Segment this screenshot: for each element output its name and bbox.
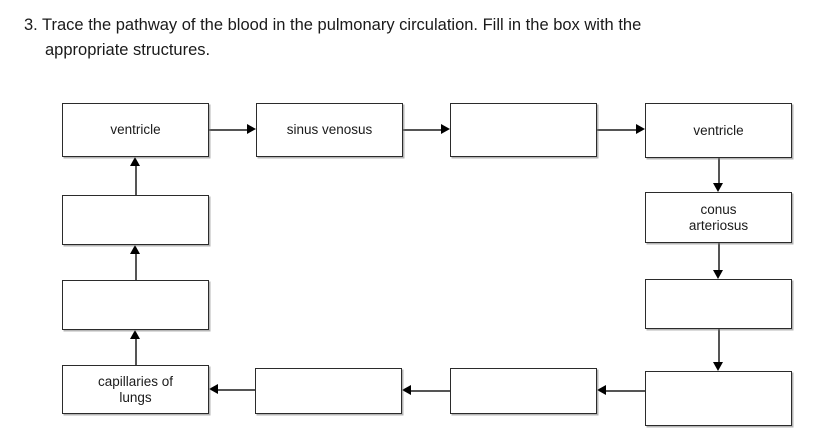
node-label: ventricle <box>110 122 161 137</box>
arrow-bottom-3-to-bottom-2-line <box>409 390 450 392</box>
arrow-left-1-to-top-1-line <box>135 164 137 195</box>
arrow-right-2-to-bottom-4-line <box>718 329 720 364</box>
blank-box-top-3[interactable] <box>450 103 597 157</box>
labeled-box-top-1[interactable]: ventricle <box>62 103 209 157</box>
arrow-bottom-1-to-left-2-head <box>130 330 140 339</box>
labeled-box-right-1[interactable]: conus arteriosus <box>645 192 792 243</box>
blank-box-right-2[interactable] <box>645 279 792 329</box>
node-label: sinus venosus <box>286 122 373 137</box>
arrow-right-2-to-bottom-4-head <box>713 362 723 371</box>
arrow-right-1-to-right-2-line <box>718 243 720 272</box>
arrow-top-3-to-top-4-line <box>597 129 638 131</box>
blank-box-left-2[interactable] <box>62 280 209 330</box>
arrow-bottom-4-to-bottom-3-head <box>597 385 606 395</box>
arrow-right-1-to-right-2-head <box>713 270 723 279</box>
blank-box-bottom-2[interactable] <box>255 368 402 414</box>
arrow-top-2-to-top-3-line <box>403 129 443 131</box>
arrow-bottom-2-to-bottom-1-line <box>216 389 255 391</box>
arrow-left-2-to-left-1-head <box>130 245 140 254</box>
labeled-box-top-2[interactable]: sinus venosus <box>256 103 403 157</box>
arrow-bottom-3-to-bottom-2-head <box>402 385 411 395</box>
arrow-top-1-to-top-2-head <box>247 124 256 134</box>
arrow-top-4-to-right-1-line <box>718 158 720 185</box>
arrow-top-4-to-right-1-head <box>713 183 723 192</box>
arrow-bottom-1-to-left-2-line <box>135 337 137 365</box>
arrow-top-2-to-top-3-head <box>441 124 450 134</box>
blank-box-bottom-3[interactable] <box>450 368 597 414</box>
node-label: ventricle <box>693 122 744 138</box>
arrow-left-1-to-top-1-head <box>130 157 140 166</box>
arrow-top-1-to-top-2-line <box>209 129 249 131</box>
arrow-top-3-to-top-4-head <box>636 124 645 134</box>
arrow-bottom-2-to-bottom-1-head <box>209 384 218 394</box>
question-line-2: appropriate structures. <box>45 41 211 59</box>
question-prompt: 3. Trace the pathway of the blood in the… <box>24 13 814 63</box>
question-line-1: 3. Trace the pathway of the blood in the… <box>24 16 642 34</box>
node-label: capillaries of lungs <box>97 373 174 405</box>
node-label: conus arteriosus <box>688 201 749 233</box>
arrow-left-2-to-left-1-line <box>135 252 137 280</box>
labeled-box-bottom-1[interactable]: capillaries of lungs <box>62 365 209 414</box>
blank-box-bottom-4[interactable] <box>645 371 792 426</box>
labeled-box-top-4[interactable]: ventricle <box>645 103 792 158</box>
arrow-bottom-4-to-bottom-3-line <box>604 390 645 392</box>
blank-box-left-1[interactable] <box>62 195 209 245</box>
